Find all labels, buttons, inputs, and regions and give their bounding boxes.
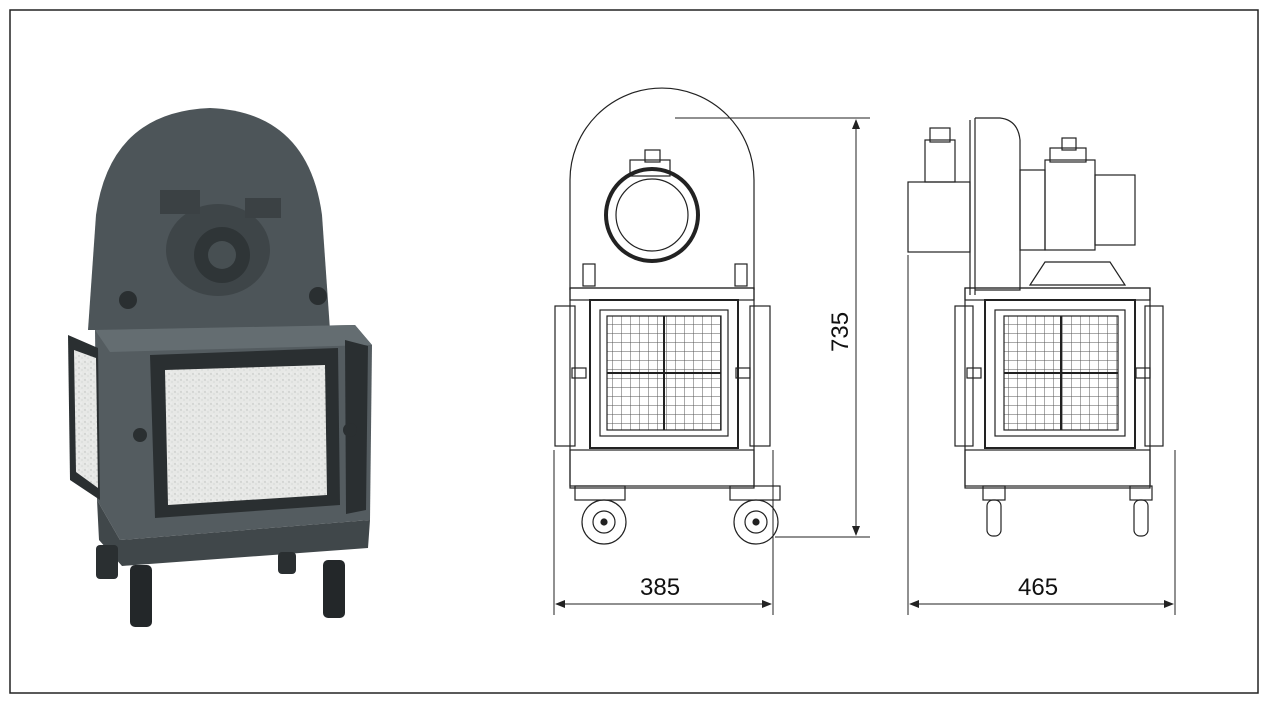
side-view-drawing	[907, 117, 1164, 537]
front-caster-left	[574, 485, 627, 545]
side-caster-right	[1129, 485, 1153, 537]
dimension-height-label: 735	[827, 312, 854, 352]
dimension-lines-front	[553, 117, 870, 615]
side-caster-left	[982, 485, 1006, 537]
front-caster-right	[729, 485, 781, 545]
sheet-border	[9, 9, 1259, 694]
dimension-lines-side	[907, 255, 1176, 615]
dimension-depth-label: 465	[1018, 574, 1058, 601]
front-view-drawing	[554, 87, 781, 545]
product-photo	[68, 108, 372, 627]
dimension-width-label: 385	[640, 574, 680, 601]
